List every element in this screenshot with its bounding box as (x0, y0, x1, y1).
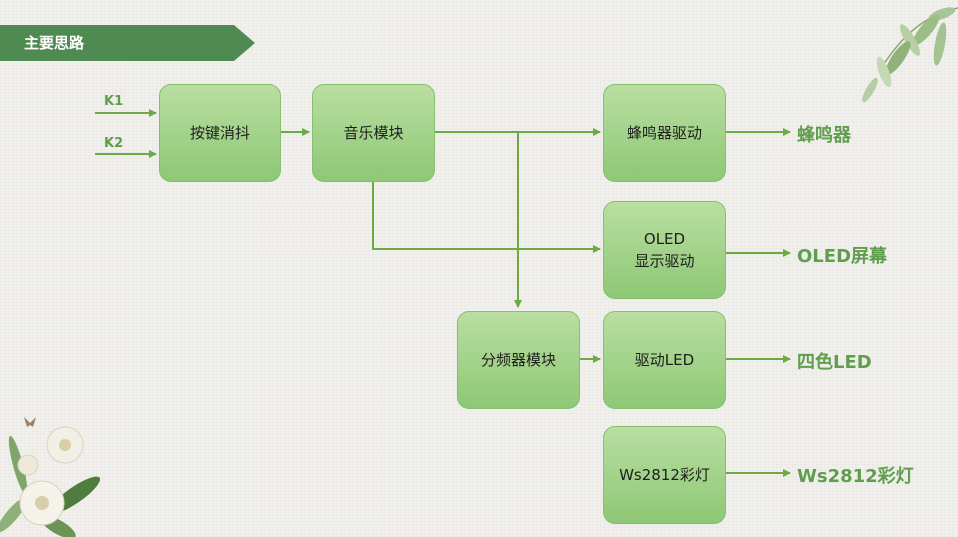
oled-driver-label-line1: OLED (643, 230, 686, 248)
led-driver-block: 驱动LED (603, 311, 726, 409)
input-k2-label: K2 (104, 136, 124, 151)
output-led: 四色LED (797, 352, 872, 373)
divider-block: 分频器模块 (457, 311, 580, 409)
oled-driver-label-line2: 显示驱动 (634, 252, 695, 270)
buzzer-driver-block: 蜂鸣器驱动 (603, 84, 726, 182)
oled-driver-block: OLED 显示驱动 (603, 201, 726, 299)
wire-music-oled (372, 182, 601, 253)
music-block-label: 音乐模块 (343, 124, 404, 142)
ws2812-block-label: Ws2812彩灯 (619, 466, 710, 484)
flower-decoration-icon (0, 417, 100, 537)
input-k1-label: K1 (104, 94, 124, 109)
section-banner: 主要思路 (0, 25, 255, 61)
leaf-decoration-icon (862, 7, 958, 103)
page-title: 主要思路 (24, 34, 85, 52)
output-ws2812: Ws2812彩灯 (797, 466, 914, 487)
divider-block-label: 分频器模块 (480, 351, 556, 369)
ws2812-block: Ws2812彩灯 (603, 426, 726, 524)
debounce-block: 按键消抖 (159, 84, 281, 182)
led-driver-label: 驱动LED (634, 351, 695, 369)
buzzer-driver-label: 蜂鸣器驱动 (626, 124, 702, 142)
output-oled: OLED屏幕 (797, 246, 888, 267)
debounce-block-label: 按键消抖 (189, 124, 250, 142)
output-buzzer: 蜂鸣器 (797, 125, 851, 146)
music-block: 音乐模块 (312, 84, 435, 182)
